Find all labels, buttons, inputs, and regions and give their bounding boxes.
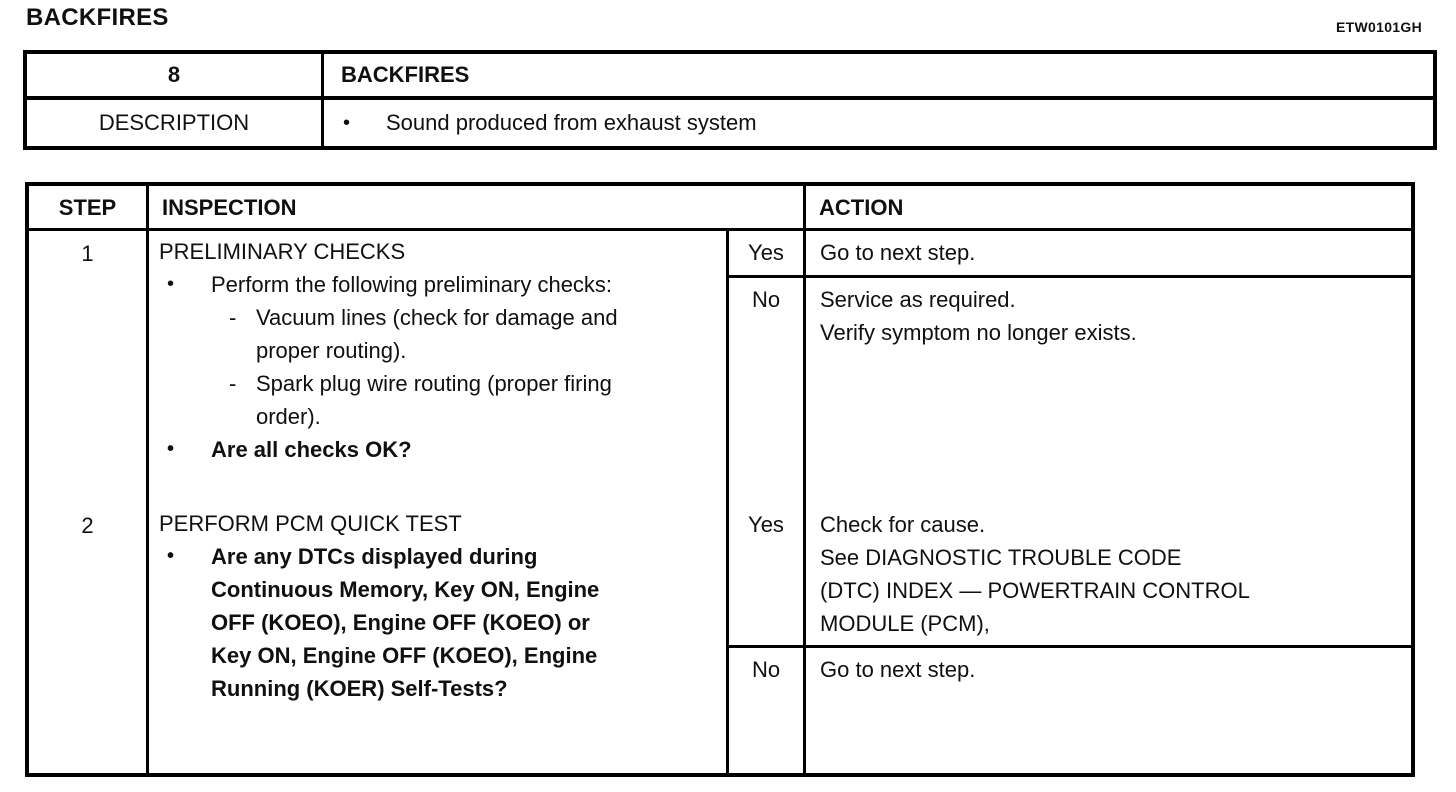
outcomes-cell: Yes Check for cause. See DIAGNOSTIC TROU…: [729, 503, 1411, 773]
step-number: 1: [29, 231, 149, 503]
header-step: STEP: [29, 186, 149, 228]
action-line: (DTC) INDEX — POWERTRAIN CONTROL: [820, 578, 1250, 603]
dash-icon: -: [229, 305, 237, 330]
yes-label: Yes: [729, 503, 806, 645]
sub-item-text: Vacuum lines (check for damage and prope…: [256, 305, 618, 363]
bullet-item: • Perform the following preliminary chec…: [159, 268, 718, 301]
outcomes-cell: Yes Go to next step. No Service as requi…: [729, 231, 1411, 503]
bullet-icon: •: [167, 273, 175, 295]
bullet-text: Perform the following preliminary checks…: [211, 272, 613, 297]
symptom-name-cell: BACKFIRES: [324, 54, 1433, 96]
description-text: Sound produced from exhaust system: [386, 110, 757, 135]
outcome-yes: Yes Go to next step.: [729, 231, 1411, 278]
question-line: Are any DTCs displayed during: [211, 544, 538, 569]
inspection-cell: PRELIMINARY CHECKS • Perform the followi…: [149, 231, 729, 503]
question-line: Continuous Memory, Key ON, Engine: [211, 577, 600, 602]
sub-item: - Vacuum lines (check for damage and pro…: [159, 301, 718, 367]
bullet-icon: •: [167, 438, 175, 460]
action-line: Verify symptom no longer exists.: [820, 320, 1137, 345]
sub-item-text: Spark plug wire routing (proper firing o…: [256, 371, 612, 429]
dash-icon: -: [229, 371, 237, 396]
step-number: 2: [29, 503, 149, 773]
description-cell: • Sound produced from exhaust system: [324, 100, 1433, 146]
bullet-icon: •: [167, 545, 175, 567]
outcome-yes: Yes Check for cause. See DIAGNOSTIC TROU…: [729, 503, 1411, 648]
sub-item: - Spark plug wire routing (proper firing…: [159, 367, 718, 433]
symptom-name: BACKFIRES: [341, 62, 470, 87]
bullet-item-question: • Are any DTCs displayed during Continuo…: [159, 540, 718, 705]
no-label: No: [729, 278, 806, 503]
inspection-title: PERFORM PCM QUICK TEST: [159, 511, 462, 536]
table-row-step-1: 1 PRELIMINARY CHECKS • Perform the follo…: [29, 231, 1411, 503]
header-inspection: INSPECTION: [149, 186, 806, 228]
inspection-title: PRELIMINARY CHECKS: [159, 239, 406, 264]
question-text: Are any DTCs displayed during Continuous…: [211, 540, 718, 705]
outcome-no: No Go to next step.: [729, 648, 1411, 773]
outcome-no: No Service as required. Verify symptom n…: [729, 278, 1411, 503]
description-label-cell: DESCRIPTION: [27, 100, 324, 146]
inspection-cell: PERFORM PCM QUICK TEST • Are any DTCs di…: [149, 503, 729, 773]
question-line: Key ON, Engine OFF (KOEO), Engine: [211, 643, 598, 668]
yes-label: Yes: [729, 231, 806, 275]
action-line: Go to next step.: [820, 240, 976, 265]
action-line: See DIAGNOSTIC TROUBLE CODE: [820, 545, 1182, 570]
action-line: MODULE (PCM),: [820, 611, 990, 636]
symptom-description-row: DESCRIPTION • Sound produced from exhaus…: [27, 100, 1433, 146]
bullet-icon: •: [343, 111, 351, 134]
table-row-step-2: 2 PERFORM PCM QUICK TEST • Are any DTCs …: [29, 503, 1411, 773]
page-title: BACKFIRES: [26, 4, 169, 31]
symptom-summary-table: 8 BACKFIRES DESCRIPTION • Sound produced…: [23, 50, 1437, 150]
action-cell: Check for cause. See DIAGNOSTIC TROUBLE …: [806, 503, 1411, 645]
action-line: Go to next step.: [820, 657, 976, 682]
bullet-item-question: • Are all checks OK?: [159, 433, 718, 466]
action-cell: Service as required. Verify symptom no l…: [806, 278, 1411, 503]
action-cell: Go to next step.: [806, 231, 1411, 275]
no-label: No: [729, 648, 806, 773]
symptom-header-row: 8 BACKFIRES: [27, 54, 1433, 100]
document-code: ETW0101GH: [1336, 19, 1422, 35]
diagnostic-table-header: STEP INSPECTION ACTION: [29, 186, 1411, 231]
action-line: Check for cause.: [820, 512, 986, 537]
header-action: ACTION: [819, 194, 904, 220]
question-text: Are all checks OK?: [211, 437, 412, 462]
question-line: OFF (KOEO), Engine OFF (KOEO) or: [211, 610, 590, 635]
question-line: Running (KOER) Self-Tests?: [211, 676, 508, 701]
action-line: Service as required.: [820, 287, 1016, 312]
symptom-number-cell: 8: [27, 54, 324, 96]
action-cell: Go to next step.: [806, 648, 1411, 773]
diagnostic-table: STEP INSPECTION ACTION 1 PRELIMINARY CHE…: [25, 182, 1415, 777]
